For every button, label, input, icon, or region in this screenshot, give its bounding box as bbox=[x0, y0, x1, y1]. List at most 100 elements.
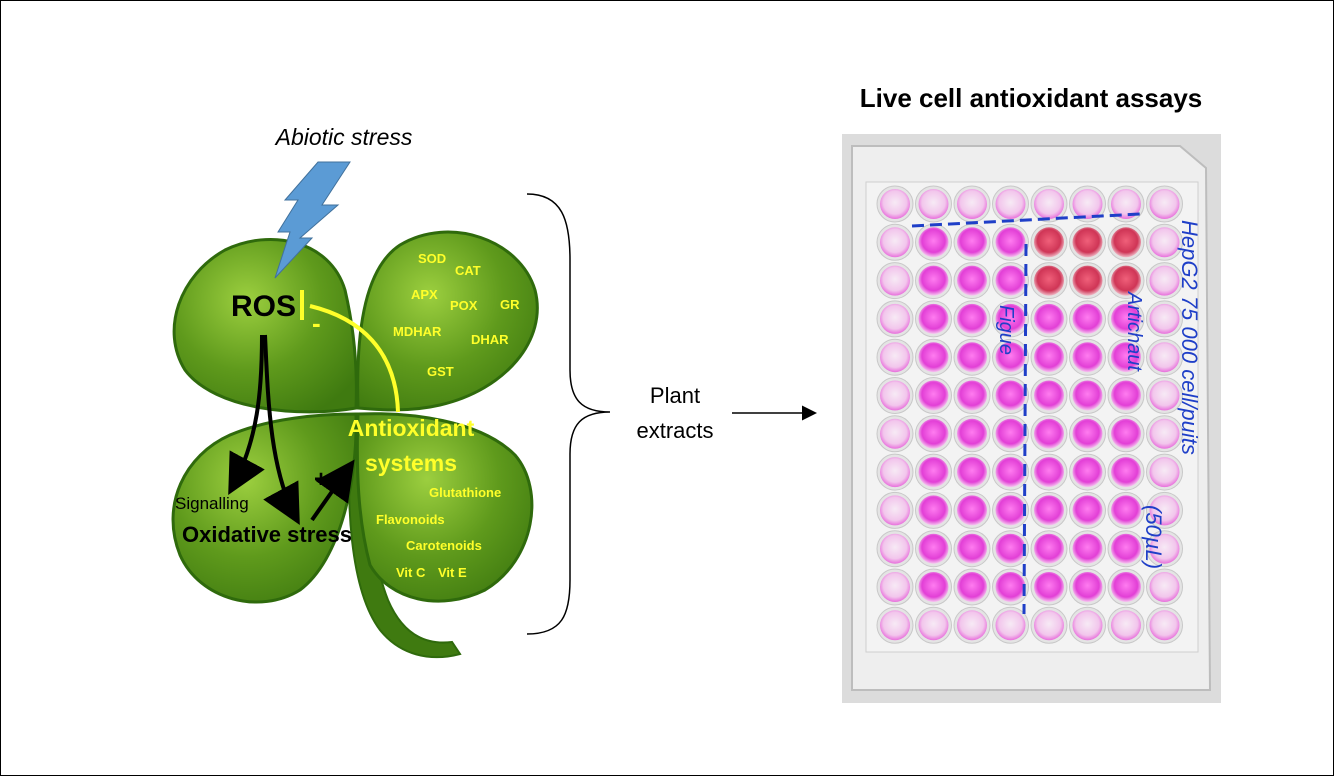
antioxidant-label-line1: Antioxidant bbox=[348, 415, 475, 441]
well bbox=[1034, 572, 1064, 602]
enzyme-label: MDHAR bbox=[393, 324, 442, 339]
well bbox=[918, 189, 949, 219]
well bbox=[1111, 495, 1141, 526]
curly-brace bbox=[526, 193, 611, 635]
well bbox=[1072, 533, 1103, 564]
well bbox=[1072, 342, 1103, 373]
well bbox=[957, 533, 987, 564]
well bbox=[880, 265, 910, 296]
well bbox=[957, 265, 987, 296]
ink-dashed-line bbox=[911, 212, 1141, 228]
plant-extracts-line1: Plant bbox=[650, 383, 700, 408]
well bbox=[995, 380, 1026, 411]
well bbox=[1111, 189, 1141, 219]
well bbox=[1072, 457, 1103, 488]
handwriting-right-group: Artichaut bbox=[1123, 291, 1145, 372]
well bbox=[957, 610, 987, 641]
metabolite-label: Vit E bbox=[438, 565, 467, 580]
well bbox=[918, 533, 949, 564]
well bbox=[1149, 265, 1180, 296]
arrow-oxidative-to-antioxidant bbox=[310, 459, 355, 522]
well bbox=[1149, 380, 1180, 411]
well bbox=[1034, 457, 1064, 488]
well bbox=[995, 495, 1026, 526]
well bbox=[1072, 380, 1103, 411]
enzyme-label: POX bbox=[450, 298, 478, 313]
well bbox=[1034, 380, 1064, 411]
well bbox=[1149, 495, 1180, 526]
plate-title: Live cell antioxidant assays bbox=[860, 83, 1203, 113]
well bbox=[1111, 610, 1141, 641]
well bbox=[995, 227, 1026, 258]
enzyme-label: CAT bbox=[455, 263, 481, 278]
enzyme-label: APX bbox=[411, 287, 438, 302]
well bbox=[995, 533, 1026, 564]
enzyme-label: GR bbox=[500, 297, 520, 312]
enzyme-label: DHAR bbox=[471, 332, 509, 347]
well bbox=[995, 610, 1026, 641]
well bbox=[1149, 303, 1180, 334]
well bbox=[1149, 189, 1180, 219]
clover-illustration bbox=[171, 230, 539, 659]
well bbox=[880, 572, 910, 602]
well bbox=[995, 303, 1026, 334]
well bbox=[1034, 303, 1064, 334]
handwriting-left-group: Figue bbox=[995, 305, 1017, 355]
well bbox=[1034, 189, 1064, 219]
well bbox=[957, 495, 987, 526]
handwriting-cell-line: HepG2 75 000 cell/puits bbox=[1177, 220, 1202, 455]
leaf-top-left bbox=[172, 237, 358, 414]
well bbox=[1111, 265, 1141, 296]
well bbox=[1034, 610, 1064, 641]
well bbox=[957, 572, 987, 602]
handwriting-volume: (50µL) bbox=[1141, 505, 1166, 569]
well-grid bbox=[876, 185, 1183, 644]
well bbox=[1149, 418, 1180, 449]
well bbox=[1072, 189, 1103, 219]
arrow-ros-to-signalling bbox=[228, 334, 265, 496]
well bbox=[880, 342, 910, 373]
well bbox=[957, 227, 987, 258]
well bbox=[880, 303, 910, 334]
well bbox=[957, 342, 987, 373]
leaf-bottom-right bbox=[355, 412, 534, 603]
well bbox=[1149, 457, 1180, 488]
well bbox=[1111, 380, 1141, 411]
well bbox=[1034, 418, 1064, 449]
well bbox=[995, 418, 1026, 449]
well bbox=[1034, 533, 1064, 564]
well bbox=[918, 227, 949, 258]
well bbox=[995, 189, 1026, 219]
well bbox=[957, 380, 987, 411]
well bbox=[880, 380, 910, 411]
well bbox=[1072, 572, 1103, 602]
signalling-label: Signalling bbox=[175, 494, 249, 513]
well bbox=[957, 457, 987, 488]
ink-dashed-divider bbox=[1022, 243, 1028, 615]
well bbox=[880, 457, 910, 488]
lightning-bolt-icon bbox=[274, 161, 351, 279]
well bbox=[918, 303, 949, 334]
well bbox=[1072, 418, 1103, 449]
well bbox=[1149, 610, 1180, 641]
enzyme-label: SOD bbox=[418, 251, 446, 266]
well bbox=[1072, 227, 1103, 258]
well bbox=[1034, 265, 1064, 296]
well bbox=[995, 572, 1026, 602]
ros-label: ROS bbox=[231, 290, 296, 323]
well bbox=[957, 418, 987, 449]
well bbox=[918, 380, 949, 411]
well bbox=[1111, 227, 1141, 258]
well bbox=[1111, 572, 1141, 602]
well bbox=[1034, 342, 1064, 373]
well bbox=[880, 189, 910, 219]
well bbox=[957, 303, 987, 334]
well bbox=[1111, 303, 1141, 334]
metabolite-label: Glutathione bbox=[429, 485, 501, 500]
well bbox=[918, 610, 949, 641]
well bbox=[1149, 342, 1180, 373]
antioxidant-label-line2: systems bbox=[365, 450, 457, 476]
abiotic-stress-label: Abiotic stress bbox=[274, 124, 413, 150]
well bbox=[918, 265, 949, 296]
